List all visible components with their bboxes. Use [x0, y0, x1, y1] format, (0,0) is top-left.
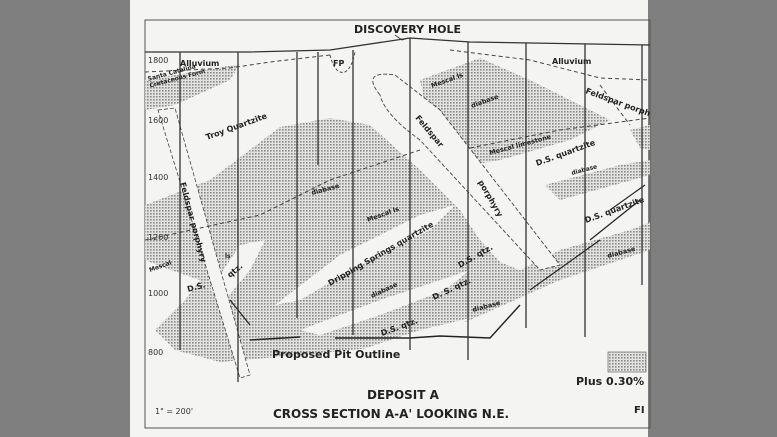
legend-swatch — [607, 351, 647, 373]
fault-line — [609, 184, 646, 211]
discovery-arrow-icon — [394, 34, 409, 41]
discovery-hole-label: DISCOVERY HOLE — [354, 23, 461, 36]
contact-alluvium-left — [144, 54, 331, 73]
label-ls: ls — [225, 253, 231, 260]
ore-zone-cretaceous — [145, 64, 240, 110]
label-cretaceous: Santa Catalina Cretaceous Form — [147, 63, 206, 90]
contact-alluvium-right — [449, 49, 651, 81]
elevation-label: 1200 — [148, 233, 168, 242]
pit-outline-left — [249, 336, 301, 341]
pit-outline-label: Proposed Pit Outline — [272, 348, 400, 361]
feldspar-porphyry-dike-left — [157, 107, 251, 379]
drill-holes — [179, 38, 643, 382]
fault-line — [589, 199, 641, 241]
fault-line — [229, 299, 251, 326]
label-troy-quartzite: Troy Quartzite — [205, 111, 269, 142]
elevation-label: 1800 — [148, 56, 168, 65]
label-fp: FP — [333, 59, 344, 68]
ore-zone-right-edge — [630, 125, 650, 150]
ore-zone-diabase-band — [545, 160, 650, 200]
fp-body — [329, 51, 356, 73]
label-alluvium: Alluvium — [180, 59, 219, 68]
contact-mescal-limestone — [469, 117, 651, 149]
elevation-label: 1000 — [148, 289, 168, 298]
fault-line — [529, 239, 601, 291]
elevation-label: 800 — [148, 348, 163, 357]
contact-feldspar-right — [599, 84, 631, 126]
caption-cross-section: CROSS SECTION A-A' LOOKING N.E. — [273, 407, 509, 421]
feldspar-porphyry-dike-center — [372, 73, 561, 271]
label-alluvium: Alluvium — [552, 57, 591, 66]
legend-label: Plus 0.30% — [576, 375, 644, 388]
ground-surface-line — [145, 37, 651, 53]
quartzite-lens — [360, 318, 470, 350]
elevation-axis: 1800 1600 1400 1200 1000 800 — [148, 56, 168, 357]
caption-deposit: DEPOSIT A — [367, 388, 440, 402]
pit-outline-right — [335, 304, 521, 339]
scale-label: 1" = 200' — [155, 407, 193, 416]
contact-mescal-ls — [144, 149, 421, 241]
quartzite-lens — [300, 270, 470, 335]
figure-label: FI — [634, 405, 645, 416]
elevation-label: 1400 — [148, 173, 168, 182]
elevation-label: 1600 — [148, 116, 168, 125]
